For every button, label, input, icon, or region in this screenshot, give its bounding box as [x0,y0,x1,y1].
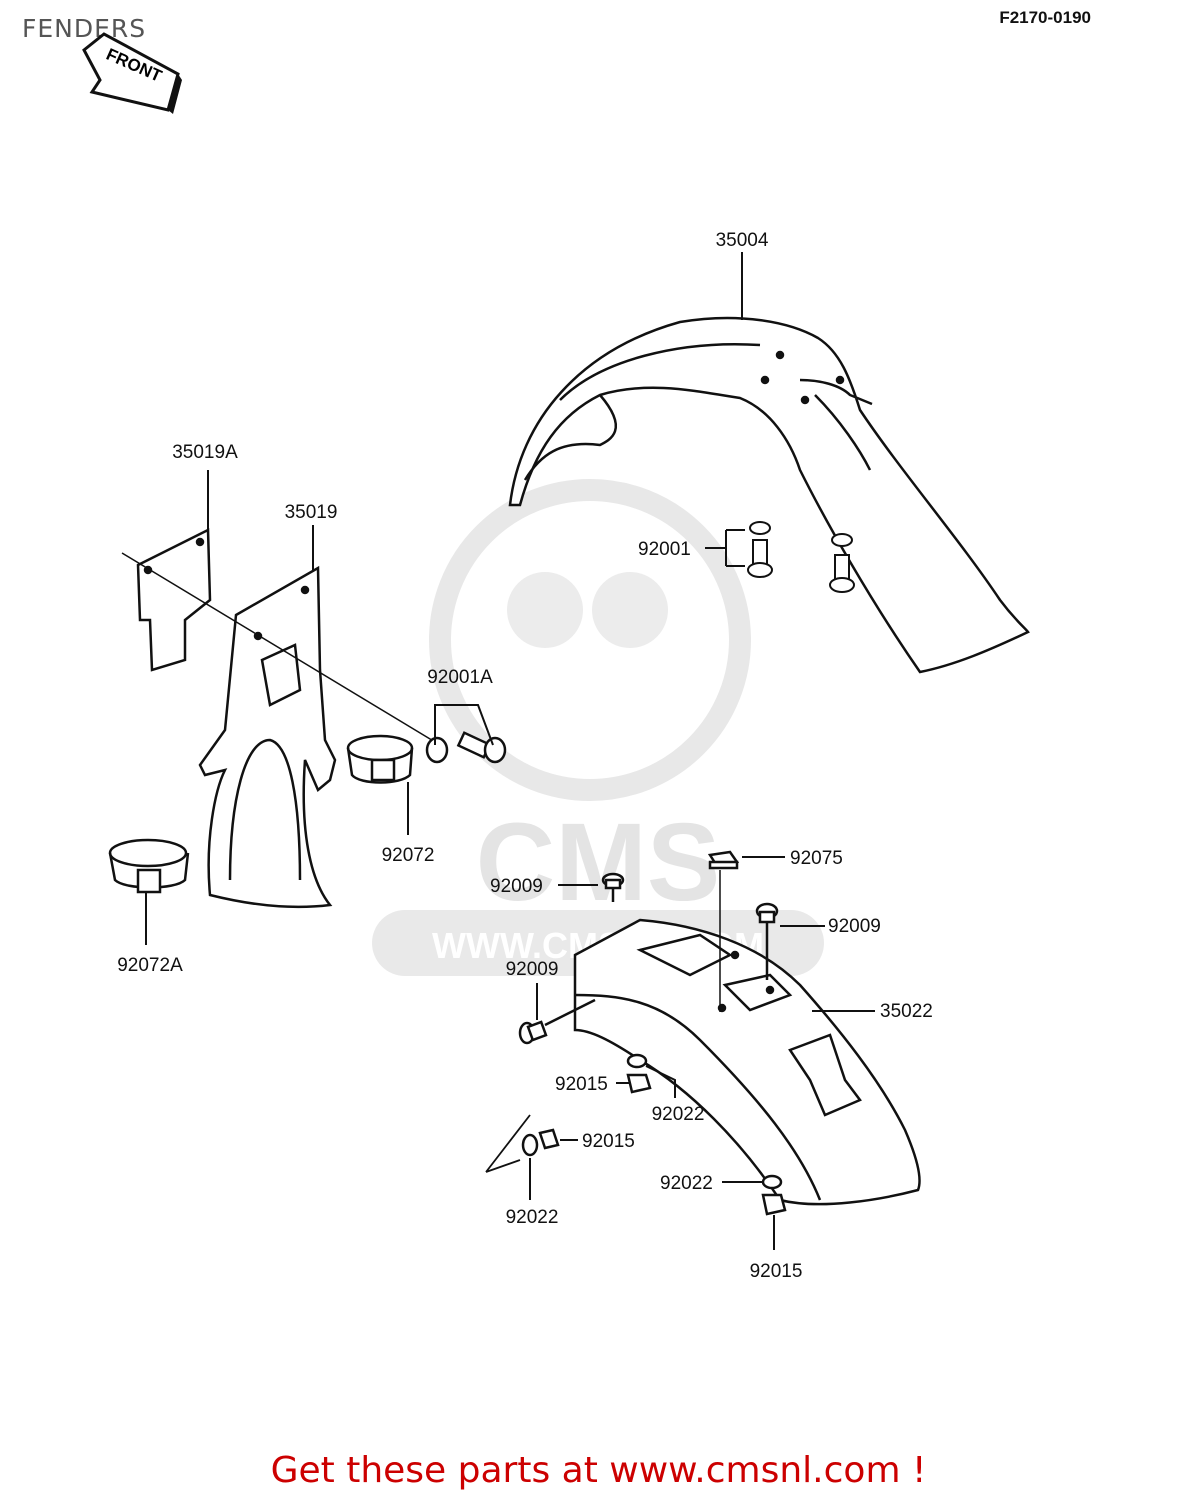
label-92075: 92075 [790,848,843,869]
label-92009-a: 92009 [490,876,543,897]
diagram-title: FENDERS [22,14,147,43]
label-92009-c: 92009 [506,959,559,980]
label-92022-a: 92022 [652,1104,705,1125]
watermark: CMS WWW.CMSNL.COM [372,479,824,976]
nut-washer-center [626,1053,652,1094]
clamp-92072 [346,734,414,784]
nut-92075 [707,850,740,870]
label-92072a: 92072A [117,955,183,976]
label-92022-b: 92022 [506,1207,559,1228]
nut-washer-right [761,1174,787,1216]
label-35004: 35004 [716,230,769,251]
screw-92009-c [518,998,596,1045]
watermark-brand: CMS [476,801,720,924]
front-fender [508,316,1030,674]
footer-promo-link[interactable]: Get these parts at www.cmsnl.com ! [270,1450,927,1491]
leader-92001a [434,704,494,746]
label-35022: 35022 [880,1001,933,1022]
leader-92022-a [645,1065,676,1098]
label-92015-b: 92015 [582,1131,635,1152]
mudguard-35019 [198,565,337,909]
label-92015-c: 92015 [750,1261,803,1282]
label-92022-c: 92022 [660,1173,713,1194]
leader-arrow-left [485,1114,531,1173]
nut-washer-left [521,1128,560,1157]
clamp-92072a [108,838,190,894]
rear-fender [573,918,921,1206]
diagram-code: F2170-0190 [999,8,1091,27]
label-92001a: 92001A [427,667,493,688]
leader-92001 [705,529,745,567]
bolts-92001 [747,521,855,593]
label-92015-a: 92015 [555,1074,608,1095]
diagram-canvas: CMS WWW.CMSNL.COM FRONT 35004 [82,32,1030,1282]
screw-92009-b [755,902,779,980]
label-35019a: 35019A [172,442,238,463]
plate-35019a [136,528,212,672]
label-35019: 35019 [285,502,338,523]
front-arrow: FRONT [82,32,182,114]
alignment-line [121,552,441,746]
label-92072: 92072 [382,845,435,866]
label-92001: 92001 [638,539,691,560]
label-92009-b: 92009 [828,916,881,937]
bolt-92001a [425,731,507,764]
screw-92009-a [601,872,625,902]
